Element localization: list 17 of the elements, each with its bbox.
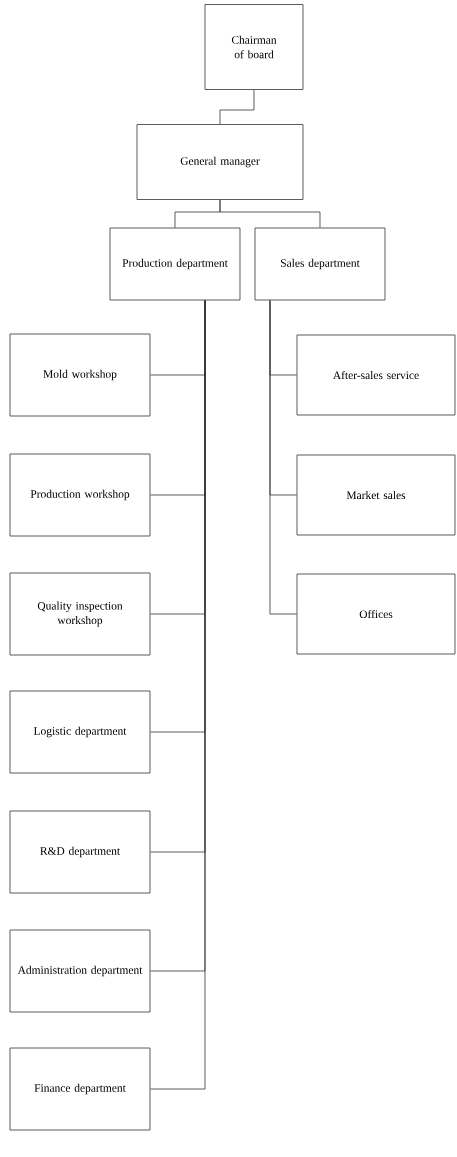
org-box: General manager [136, 124, 304, 200]
org-box: Mold workshop [9, 333, 151, 417]
org-box: Chairman of board [204, 4, 304, 90]
org-box: Market sales [296, 454, 456, 536]
org-box: Production workshop [9, 453, 151, 537]
org-box: R&D department [9, 810, 151, 894]
org-box: Production department [109, 227, 241, 301]
org-box: Quality inspection workshop [9, 572, 151, 656]
connector-line [219, 199, 321, 228]
org-box: Offices [296, 573, 456, 655]
connector-line [219, 89, 255, 125]
org-box: Logistic department [9, 690, 151, 774]
org-box: After-sales service [296, 334, 456, 416]
org-box: Sales department [254, 227, 386, 301]
org-box: Administration department [9, 929, 151, 1013]
connector-line [269, 300, 297, 615]
org-box: Finance department [9, 1047, 151, 1131]
